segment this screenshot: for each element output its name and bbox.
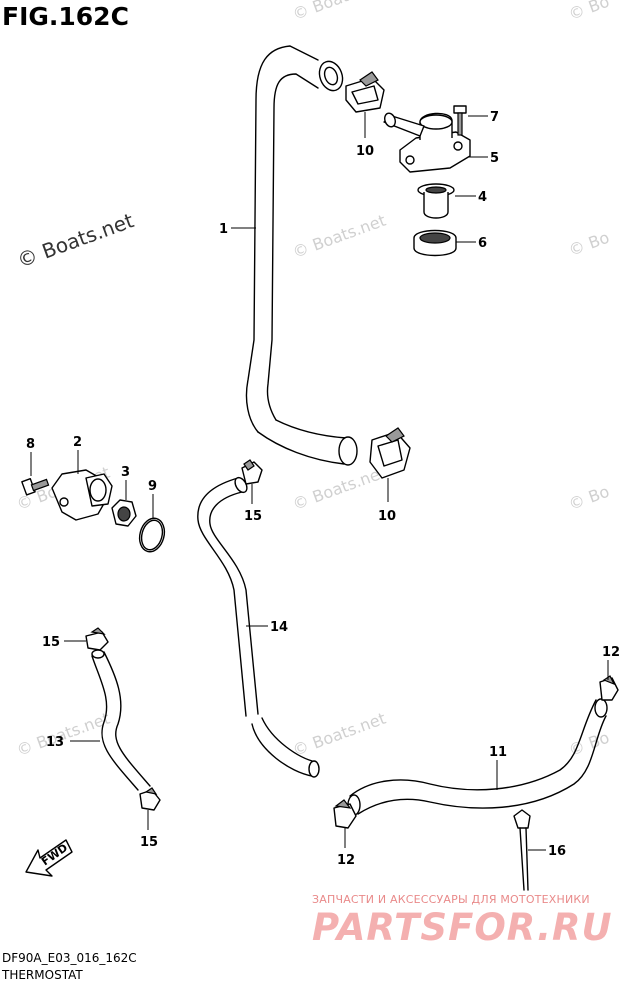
callout-13: 13 <box>46 735 64 750</box>
callout-7: 7 <box>490 110 499 125</box>
callout-3: 3 <box>121 465 130 480</box>
callout-12-right: 12 <box>602 645 619 660</box>
bolt-8 <box>21 478 50 496</box>
thermostat-cover-5 <box>383 112 471 173</box>
figure-title: FIG.162C <box>2 2 129 31</box>
valve-3 <box>111 499 137 527</box>
housing-2 <box>51 469 113 521</box>
callout-15-lower: 15 <box>140 835 158 850</box>
cable-tie-16 <box>513 809 531 891</box>
hose-clamp-15-left-upper <box>85 627 109 651</box>
hose-clamp-10-upper <box>345 71 385 113</box>
hose-1 <box>245 45 358 466</box>
callout-4: 4 <box>478 190 487 205</box>
callout-6: 6 <box>478 236 487 251</box>
figure-name: THERMOSTAT <box>2 968 83 982</box>
seal-6 <box>413 229 457 257</box>
hose-14 <box>197 476 320 778</box>
thermostat-4 <box>417 183 455 219</box>
hose-clamp-15-left-lower <box>139 787 161 811</box>
figure-code: DF90A_E03_016_162C <box>2 951 137 965</box>
callout-1: 1 <box>219 222 228 237</box>
parts-site-logo: PARTSFOR.RU <box>312 906 613 949</box>
hose-clamp-12-lower <box>333 799 357 829</box>
callout-10-upper: 10 <box>356 144 374 159</box>
hose-11 <box>347 698 608 816</box>
parts-site-subtitle: ЗАПЧАСТИ И АКСЕССУАРЫ ДЛЯ МОТОТЕХНИКИ <box>312 893 590 906</box>
hose-13 <box>91 649 151 791</box>
o-ring-9 <box>138 517 166 553</box>
callout-15-upper: 15 <box>244 509 262 524</box>
callout-8: 8 <box>26 437 35 452</box>
callout-16: 16 <box>548 844 566 859</box>
callout-14: 14 <box>270 620 288 635</box>
hose-clamp-12-right <box>599 675 619 701</box>
callout-2: 2 <box>73 435 82 450</box>
callout-12-lower: 12 <box>337 853 355 868</box>
callout-10-lower: 10 <box>378 509 396 524</box>
callout-9: 9 <box>148 479 157 494</box>
fwd-arrow-icon: FWD <box>25 839 73 877</box>
callouts: 1 2 3 4 5 6 7 8 9 10 10 11 12 12 13 14 1 <box>26 110 619 868</box>
callout-11: 11 <box>489 745 507 760</box>
hose-clamp-10-lower <box>369 427 411 479</box>
bolt-7 <box>453 105 467 136</box>
callout-15-left: 15 <box>42 635 60 650</box>
hose-clamp-15-upper <box>241 459 263 485</box>
callout-5: 5 <box>490 151 499 166</box>
